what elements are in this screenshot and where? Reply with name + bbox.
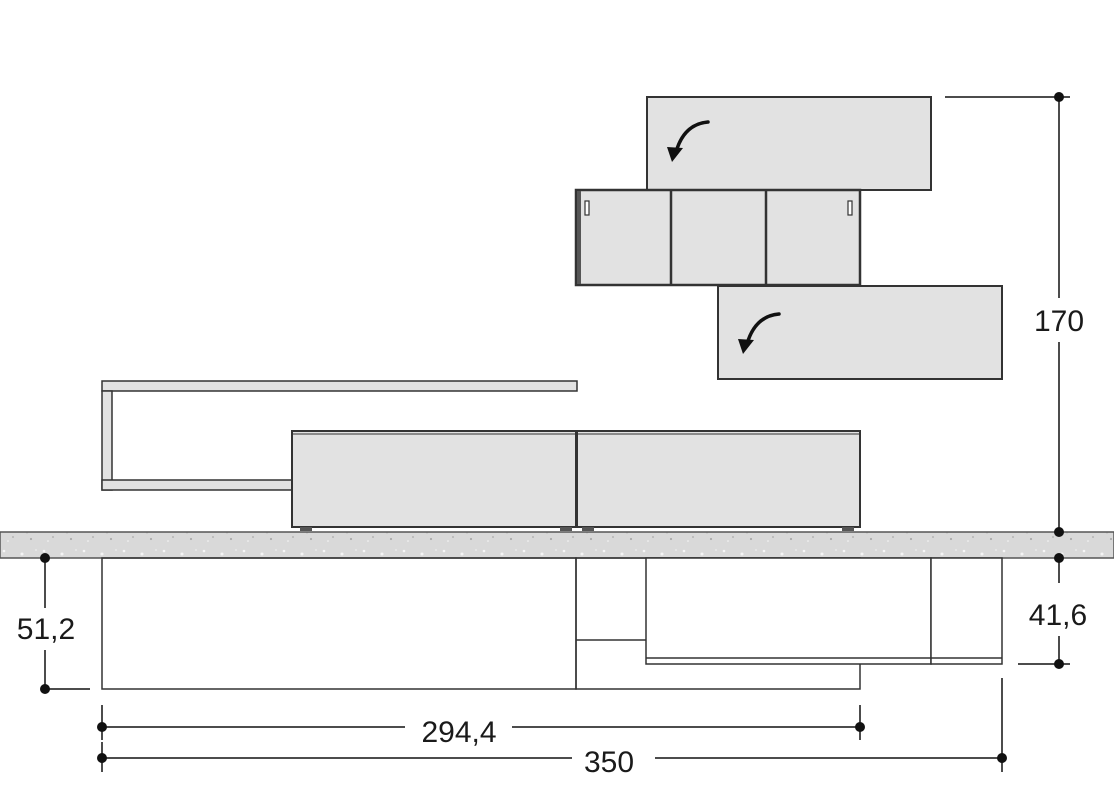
dimension-length-total bbox=[97, 678, 1007, 772]
dimension-height-total-label: 170 bbox=[1034, 305, 1084, 338]
dimension-base-height-label: 51,2 bbox=[17, 613, 75, 646]
dimension-height-total bbox=[945, 92, 1070, 537]
base-drawer-right bbox=[576, 430, 861, 528]
foot bbox=[582, 527, 594, 531]
foot bbox=[560, 527, 572, 531]
dimension-base-height bbox=[40, 553, 90, 694]
door-handle-left bbox=[584, 200, 590, 216]
dimension-length-base-label: 294,4 bbox=[421, 716, 496, 749]
flap-open-arrow-icon bbox=[667, 120, 710, 162]
base-drawer-left bbox=[291, 430, 577, 528]
dimension-base-depth bbox=[1018, 553, 1070, 669]
dimension-length-base bbox=[97, 705, 865, 740]
foot bbox=[300, 527, 312, 531]
sliding-door-cabinet bbox=[574, 188, 862, 287]
plan-view bbox=[101, 557, 1003, 690]
lower-flap-cabinet bbox=[717, 285, 1003, 380]
bookshelf-frame bbox=[101, 380, 578, 491]
floor-band bbox=[0, 531, 1114, 559]
door-handle-right bbox=[847, 200, 853, 216]
foot bbox=[842, 527, 854, 531]
flap-open-arrow-icon bbox=[738, 312, 781, 354]
dimension-length-total-label: 350 bbox=[584, 746, 634, 779]
dimension-base-depth-label: 41,6 bbox=[1029, 599, 1087, 632]
wall-units bbox=[574, 96, 1003, 380]
top-flap-cabinet bbox=[646, 96, 932, 191]
base-units bbox=[291, 430, 861, 531]
